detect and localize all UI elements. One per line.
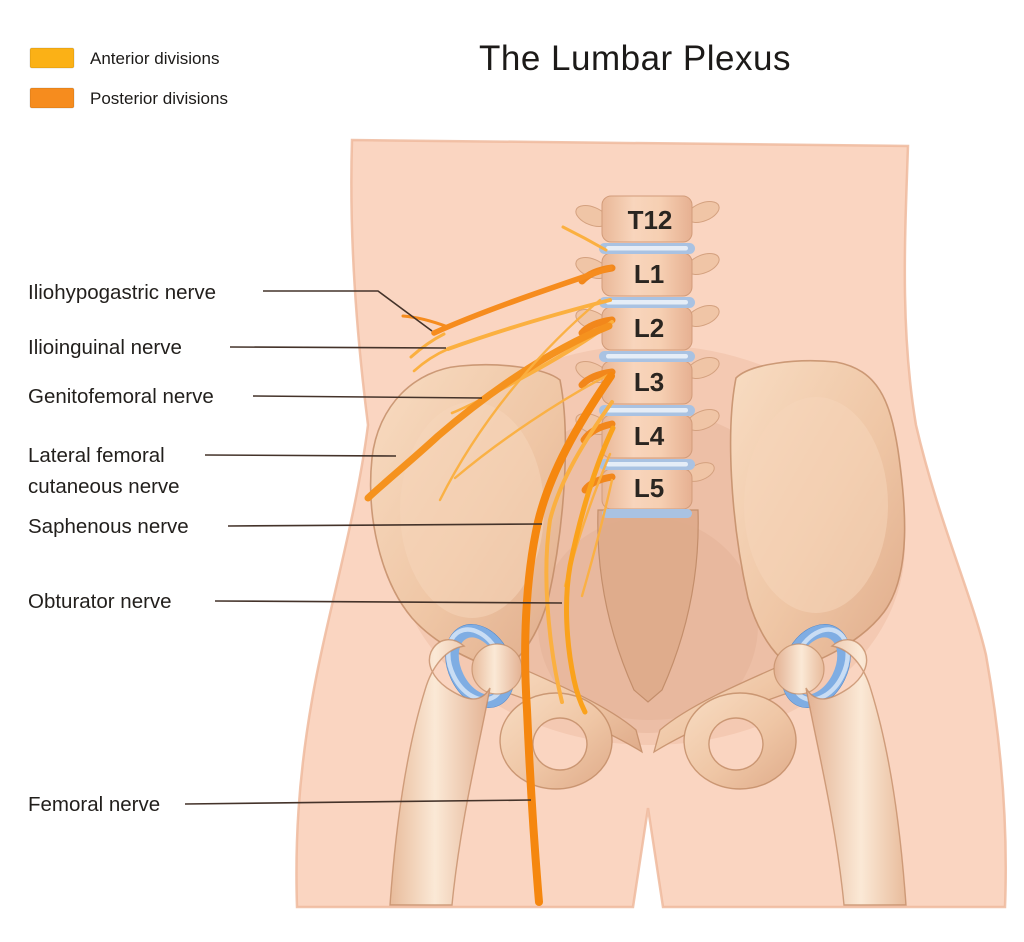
vertebra-label-l4: L4 (634, 421, 665, 451)
ilium-right-bone (729, 359, 906, 671)
leader-lines (184, 290, 563, 805)
leader-genitofemoral (252, 395, 483, 399)
spine-column (575, 195, 720, 518)
leader-ilioinguinal (229, 346, 447, 349)
sacrum-bone (597, 509, 699, 703)
legend: Anterior divisions Posterior divisions (29, 47, 228, 109)
iliohypogastric-nerve-path (401, 265, 613, 359)
leader-saphenous (227, 523, 543, 527)
nerve-labels: Iliohypogastric nerve Ilioinguinal nerve… (28, 281, 216, 816)
label-saphenous-nerve: Saphenous nerve (28, 515, 189, 538)
hip-joint-left (389, 624, 523, 906)
lateral-femoral-cutaneous-nerve-path (364, 322, 613, 502)
label-lateral-femoral-line2: cutaneous nerve (28, 475, 180, 498)
label-lateral-femoral-line1: Lateral femoral (28, 444, 165, 467)
saphenous-nerve-path (544, 400, 614, 704)
vertebra-label-l2: L2 (634, 313, 664, 343)
vertebra-label-l1: L1 (634, 259, 664, 289)
vertebral-bodies (601, 195, 693, 510)
legend-swatch-anterior (29, 47, 75, 69)
leader-obturator (214, 600, 563, 604)
page-title: The Lumbar Plexus (479, 39, 791, 78)
label-iliohypogastric-nerve: Iliohypogastric nerve (28, 281, 216, 304)
legend-label-posterior: Posterior divisions (90, 89, 228, 108)
obturator-nerve-path (564, 425, 616, 715)
t12-branch-nerve (561, 225, 608, 252)
legend-label-anterior: Anterior divisions (90, 49, 219, 68)
leader-femoral (184, 799, 532, 805)
vertebra-label-l5: L5 (634, 473, 664, 503)
label-femoral-nerve: Femoral nerve (28, 793, 160, 816)
vertebra-label-l3: L3 (634, 367, 664, 397)
intervertebral-discs (599, 243, 695, 518)
label-obturator-nerve: Obturator nerve (28, 590, 172, 613)
label-ilioinguinal-nerve: Ilioinguinal nerve (28, 336, 182, 359)
vertebra-labels: T12 L1 L2 L3 L4 L5 (628, 205, 673, 503)
vertebra-label-t12: T12 (628, 205, 673, 235)
legend-swatch-posterior (29, 87, 75, 109)
label-genitofemoral-nerve: Genitofemoral nerve (28, 385, 214, 408)
femoral-nerve-path (521, 372, 615, 906)
leader-iliohypogastric (263, 290, 433, 332)
obturator-foramen-right-bone (683, 692, 797, 790)
lumbar-plexus-nerves (364, 225, 616, 906)
leader-lateral-femoral (204, 454, 397, 457)
ilioinguinal-nerve-path (412, 298, 612, 373)
